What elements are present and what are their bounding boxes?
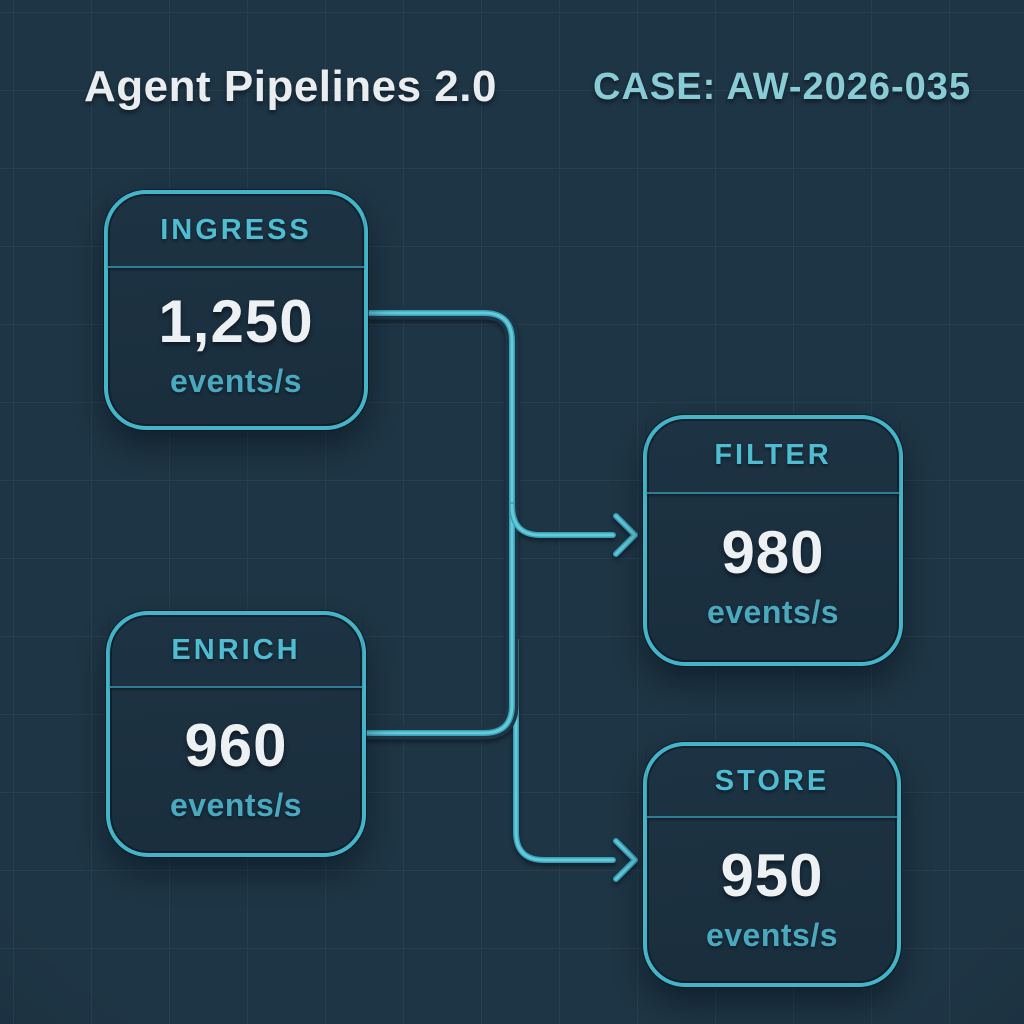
node-ingress-unit: events/s: [169, 363, 303, 399]
edge-ingress-enrich-trunk: [355, 310, 515, 736]
node-store-header: STORE: [647, 746, 897, 818]
node-store[interactable]: STORE 950 events/s: [643, 742, 901, 987]
edge-trunk-to-filter: [509, 502, 616, 538]
node-enrich-label: ENRICH: [171, 634, 301, 666]
node-store-label: STORE: [714, 764, 830, 797]
node-enrich-header: ENRICH: [110, 615, 362, 688]
node-store-value: 950: [720, 841, 824, 909]
node-filter-body: 980 events/s: [647, 494, 899, 662]
node-filter-header: FILTER: [647, 419, 899, 494]
node-ingress-label: INGRESS: [160, 213, 312, 246]
node-store-body: 950 events/s: [647, 818, 897, 983]
arrowhead-store: [613, 838, 638, 882]
node-enrich[interactable]: ENRICH 960 events/s: [106, 611, 366, 857]
node-enrich-value: 960: [184, 711, 288, 779]
node-filter-label: FILTER: [714, 439, 832, 471]
node-enrich-unit: events/s: [169, 786, 303, 823]
edge-trunk-to-store: [513, 637, 616, 863]
edge-crossing-halo: [351, 306, 519, 740]
node-enrich-body: 960 events/s: [110, 688, 362, 853]
node-ingress-value: 1,250: [158, 288, 314, 355]
node-ingress-header: INGRESS: [108, 194, 364, 268]
arrowhead-filter: [613, 513, 638, 557]
node-filter-unit: events/s: [706, 594, 840, 630]
node-ingress-body: 1,250 events/s: [108, 268, 364, 426]
node-store-unit: events/s: [705, 916, 839, 953]
page-title: Agent Pipelines 2.0: [84, 62, 497, 111]
case-number-label: CASE: AW-2026-035: [593, 66, 972, 108]
node-filter-value: 980: [721, 519, 825, 586]
node-filter[interactable]: FILTER 980 events/s: [643, 415, 903, 666]
node-ingress[interactable]: INGRESS 1,250 events/s: [104, 190, 368, 430]
